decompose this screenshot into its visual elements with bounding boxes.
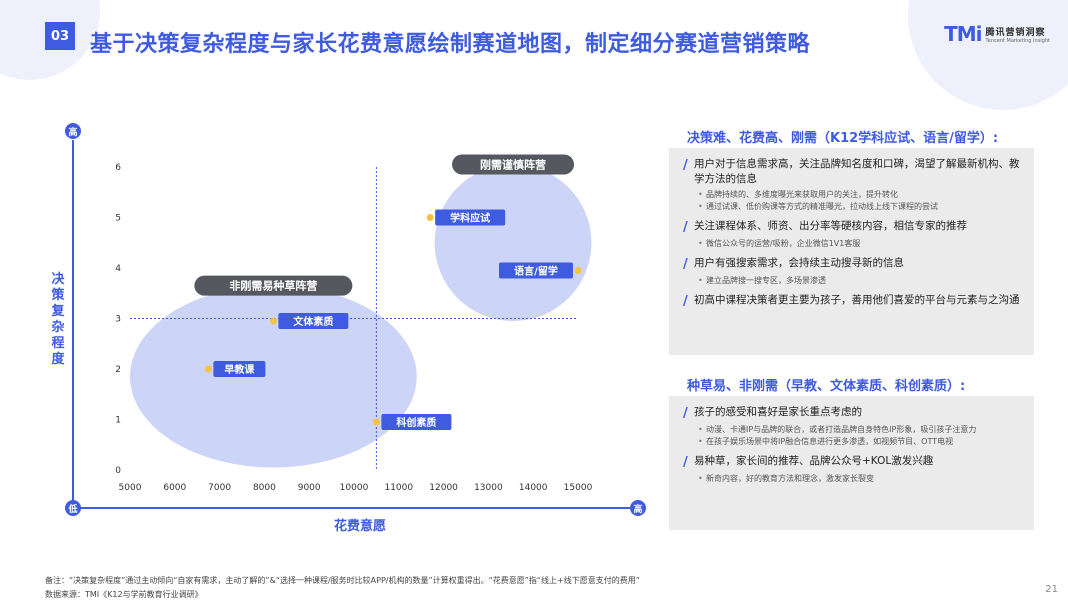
point-label: 文体素质 <box>293 315 333 328</box>
panel-point-text: 关注课程体系、师资、出分率等硬核内容，相信专家的推荐 <box>694 220 967 232</box>
point-label: 科创素质 <box>396 416 436 429</box>
panel-sub-list: 新奇内容，好的教育方法和理念，激发家长裂变 <box>698 473 1024 485</box>
panel-sub-item: 在孩子娱乐场景中将IP融合信息进行更多渗透，如视频节目、OTT电视 <box>698 436 1024 448</box>
x-tick-label: 13000 <box>474 483 503 493</box>
panel-sub-list: 动漫、卡通IP与品牌的联合，或者打造品牌自身特色IP形象，吸引孩子注意力在孩子娱… <box>698 424 1024 448</box>
axis-high-label: 高 <box>68 126 77 138</box>
panel-point-text: 用户有强搜索需求，会持续主动搜寻新的信息 <box>694 257 904 269</box>
data-point <box>372 418 380 426</box>
panel-point-text: 用户对于信息需求高，关注品牌知名度和口碑，渴望了解最新机构、教学方法的信息 <box>694 158 1020 185</box>
slash-bullet-icon: / <box>683 220 688 235</box>
axis-right-marker <box>630 500 646 516</box>
logo-mark: TMi <box>944 22 982 46</box>
panel1-box: / 用户对于信息需求高，关注品牌知名度和口碑，渴望了解最新机构、教学方法的信息品牌… <box>669 148 1034 355</box>
panel2-heading: 种草易、非刚需（早教、文体素质、科创素质）: <box>687 379 966 394</box>
axis-high-marker <box>65 123 81 139</box>
panel-point-text: 孩子的感受和喜好是家长重点考虑的 <box>694 406 862 418</box>
panel-point-text: 初高中课程决策者更主要为孩子，善用他们喜爱的平台与元素与之沟通 <box>694 294 1020 306</box>
y-tick-label: 1 <box>115 416 121 426</box>
point-label-badge <box>381 414 452 431</box>
y-tick-label: 2 <box>115 365 121 375</box>
panel-sub-list: 建立品牌搜一搜专区，多场景渗透 <box>698 275 1024 287</box>
data-point <box>426 214 434 221</box>
axis-right-label: 高 <box>633 503 642 515</box>
slide-number: 21 <box>1045 584 1058 595</box>
y-tick-label: 3 <box>115 315 121 325</box>
panel2-box: / 孩子的感受和喜好是家长重点考虑的动漫、卡通IP与品牌的联合，或者打造品牌自身特… <box>669 396 1034 530</box>
panel-point: / 用户有强搜索需求，会持续主动搜寻新的信息 <box>683 256 1024 273</box>
panel-sub-item: 建立品牌搜一搜专区，多场景渗透 <box>698 275 1024 287</box>
slash-bullet-icon: / <box>683 406 688 421</box>
slash-bullet-icon: / <box>683 257 688 272</box>
point-label-badge <box>435 209 506 226</box>
x-tick-label: 5000 <box>119 483 142 493</box>
data-point <box>574 267 582 275</box>
point-label-badge <box>499 262 573 279</box>
x-tick-label: 6000 <box>163 483 186 493</box>
axis-origin-marker <box>65 500 81 516</box>
group-bubble <box>129 285 417 468</box>
y-tick-label: 4 <box>115 264 121 274</box>
x-tick-label: 8000 <box>253 483 276 493</box>
y-tick-label: 0 <box>115 466 121 476</box>
group-title: 非刚需易种草阵营 <box>229 279 317 293</box>
x-tick-label: 12000 <box>429 483 458 493</box>
x-tick-label: 10000 <box>340 483 369 493</box>
x-tick-label: 14000 <box>519 483 548 493</box>
group-title-badge <box>194 275 353 296</box>
panel1-heading: 决策难、花费高、刚需（K12学科应试、语言/留学）: <box>687 131 999 146</box>
slash-bullet-icon: / <box>683 294 688 309</box>
slash-bullet-icon: / <box>683 455 688 470</box>
point-label: 语言/留学 <box>514 265 558 278</box>
point-label: 学科应试 <box>450 212 490 225</box>
panel-point: / 初高中课程决策者更主要为孩子，善用他们喜爱的平台与元素与之沟通 <box>683 293 1024 310</box>
brand-logo: TMi 腾讯营销洞察 Tencent Marketing Insight <box>944 22 1050 46</box>
group-bubble <box>434 164 592 322</box>
group-title: 刚需谨慎阵营 <box>480 157 546 171</box>
data-point <box>269 317 277 325</box>
axis-low-label: 低 <box>67 503 77 515</box>
panel-sub-item: 动漫、卡通IP与品牌的联合，或者打造品牌自身特色IP形象，吸引孩子注意力 <box>698 424 1024 436</box>
panel-sub-item: 品牌持续的、多维度曝光来获取用户的关注，提升转化 <box>698 189 1024 201</box>
x-tick-label: 15000 <box>564 483 593 493</box>
panel-point: / 关注课程体系、师资、出分率等硬核内容，相信专家的推荐 <box>683 219 1024 236</box>
data-point <box>204 365 212 373</box>
y-axis-title: 决策复杂程度 <box>50 271 65 367</box>
section-number: 03 <box>45 22 75 50</box>
x-tick-label: 7000 <box>208 483 231 493</box>
panel-sub-item: 通过试课、低价购课等方式的精准曝光，拉动线上线下课程的尝试 <box>698 201 1024 213</box>
panel-point: / 易种草，家长间的推荐、品牌公众号+KOL激发兴趣 <box>683 454 1024 471</box>
group-title-badge <box>452 154 575 175</box>
point-label-badge <box>213 361 266 377</box>
y-tick-label: 5 <box>115 214 121 224</box>
footnote: 备注：“决策复杂程度”通过主动倾向“自家有需求，主动了解的”&“选择一种课程/服… <box>45 576 640 585</box>
corner-decoration-right <box>908 0 1068 110</box>
x-axis-title: 花费意愿 <box>334 518 386 534</box>
panel-point-text: 易种草，家长间的推荐、品牌公众号+KOL激发兴趣 <box>694 455 934 467</box>
panel-point: / 孩子的感受和喜好是家长重点考虑的 <box>683 405 1024 422</box>
point-label-badge <box>278 313 349 330</box>
logo-name-en: Tencent Marketing Insight <box>985 37 1050 44</box>
panel-sub-list: 品牌持续的、多维度曝光来获取用户的关注，提升转化通过试课、低价购课等方式的精准曝… <box>698 189 1024 213</box>
panel-point: / 用户对于信息需求高，关注品牌知名度和口碑，渴望了解最新机构、教学方法的信息 <box>683 157 1024 187</box>
panel-sub-list: 微信公众号的运营/吸粉，企业微信1V1客服 <box>698 238 1024 250</box>
point-label: 早教课 <box>224 363 255 376</box>
panel-sub-item: 新奇内容，好的教育方法和理念，激发家长裂变 <box>698 473 1024 485</box>
x-tick-label: 9000 <box>298 483 321 493</box>
panel-sub-item: 微信公众号的运营/吸粉，企业微信1V1客服 <box>698 238 1024 250</box>
slash-bullet-icon: / <box>683 158 688 173</box>
data-source: 数据来源：TMI《K12与学前教育行业调研》 <box>45 590 203 599</box>
logo-name-cn: 腾讯营销洞察 <box>985 27 1046 38</box>
x-tick-label: 11000 <box>384 483 413 493</box>
page-title: 基于决策复杂程度与家长花费意愿绘制赛道地图，制定细分赛道营销策略 <box>90 32 811 57</box>
y-tick-label: 6 <box>115 163 121 173</box>
